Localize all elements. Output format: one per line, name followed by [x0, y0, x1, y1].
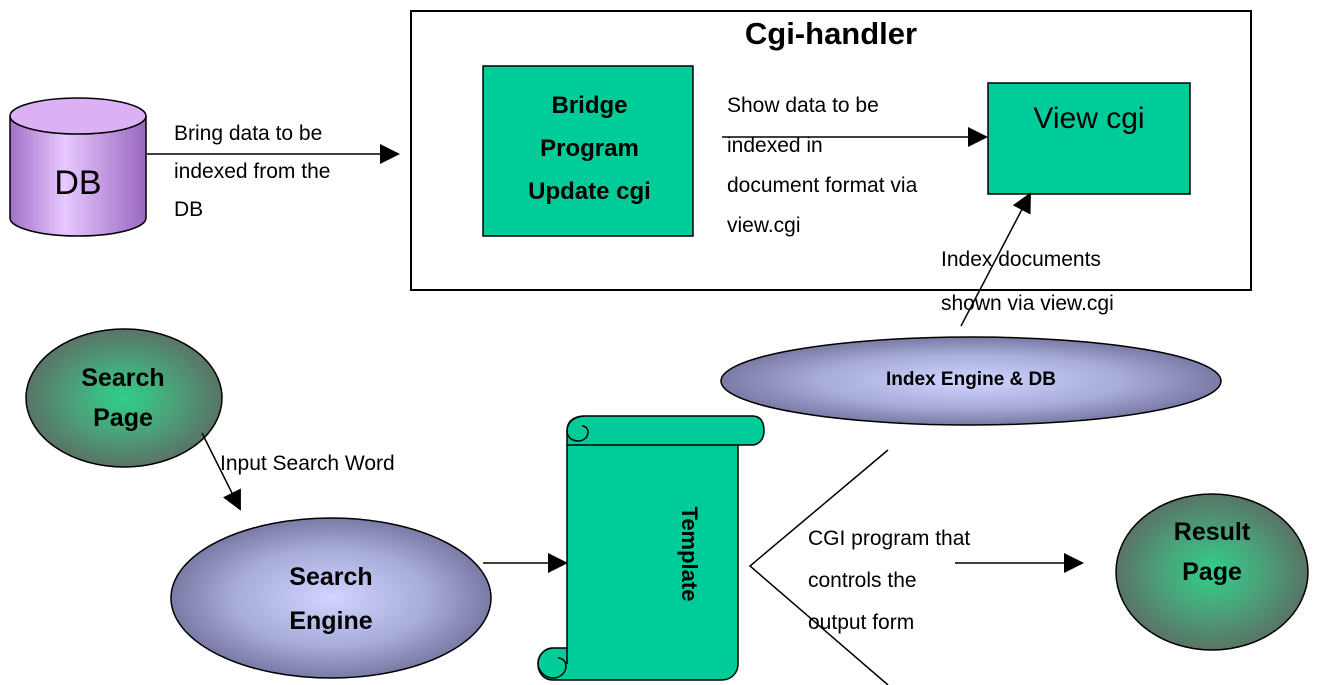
bridge-to-view-label: Show data to be indexed in document form…	[727, 94, 918, 237]
index-engine-label: Index Engine & DB	[886, 369, 1056, 390]
view-cgi-label: View cgi	[1033, 102, 1145, 135]
result-page-label: Result Page	[1173, 518, 1251, 586]
db-label: DB	[54, 164, 102, 202]
search-engine-label: Search Engine	[289, 563, 373, 635]
db-to-handler-label: Bring data to be indexed from the DB	[174, 122, 331, 221]
search-page-label: Search Page	[81, 364, 165, 432]
search-to-engine-label: Input Search Word	[220, 452, 395, 475]
search-page-ellipse	[25, 328, 223, 468]
template-output-bracket	[748, 449, 889, 685]
arrow-index-to-view	[960, 192, 1031, 327]
template-scroll	[537, 415, 765, 681]
template-to-result-label: CGI program that controls the output for…	[808, 527, 971, 634]
index-engine-ellipse	[720, 336, 1222, 426]
view-cgi-box	[987, 82, 1191, 195]
search-engine-ellipse	[170, 517, 492, 679]
index-to-view-label: Index documents shown via view.cgi	[941, 248, 1114, 315]
template-label: Template	[677, 506, 702, 602]
bridge-program-box	[482, 65, 694, 237]
bridge-program-label: Bridge Program Update cgi	[528, 92, 651, 205]
result-page-ellipse	[1115, 493, 1309, 651]
arrow-search-page-to-engine	[201, 432, 241, 511]
cgi-handler-title: Cgi-handler	[744, 16, 918, 51]
db-cylinder	[9, 97, 147, 237]
